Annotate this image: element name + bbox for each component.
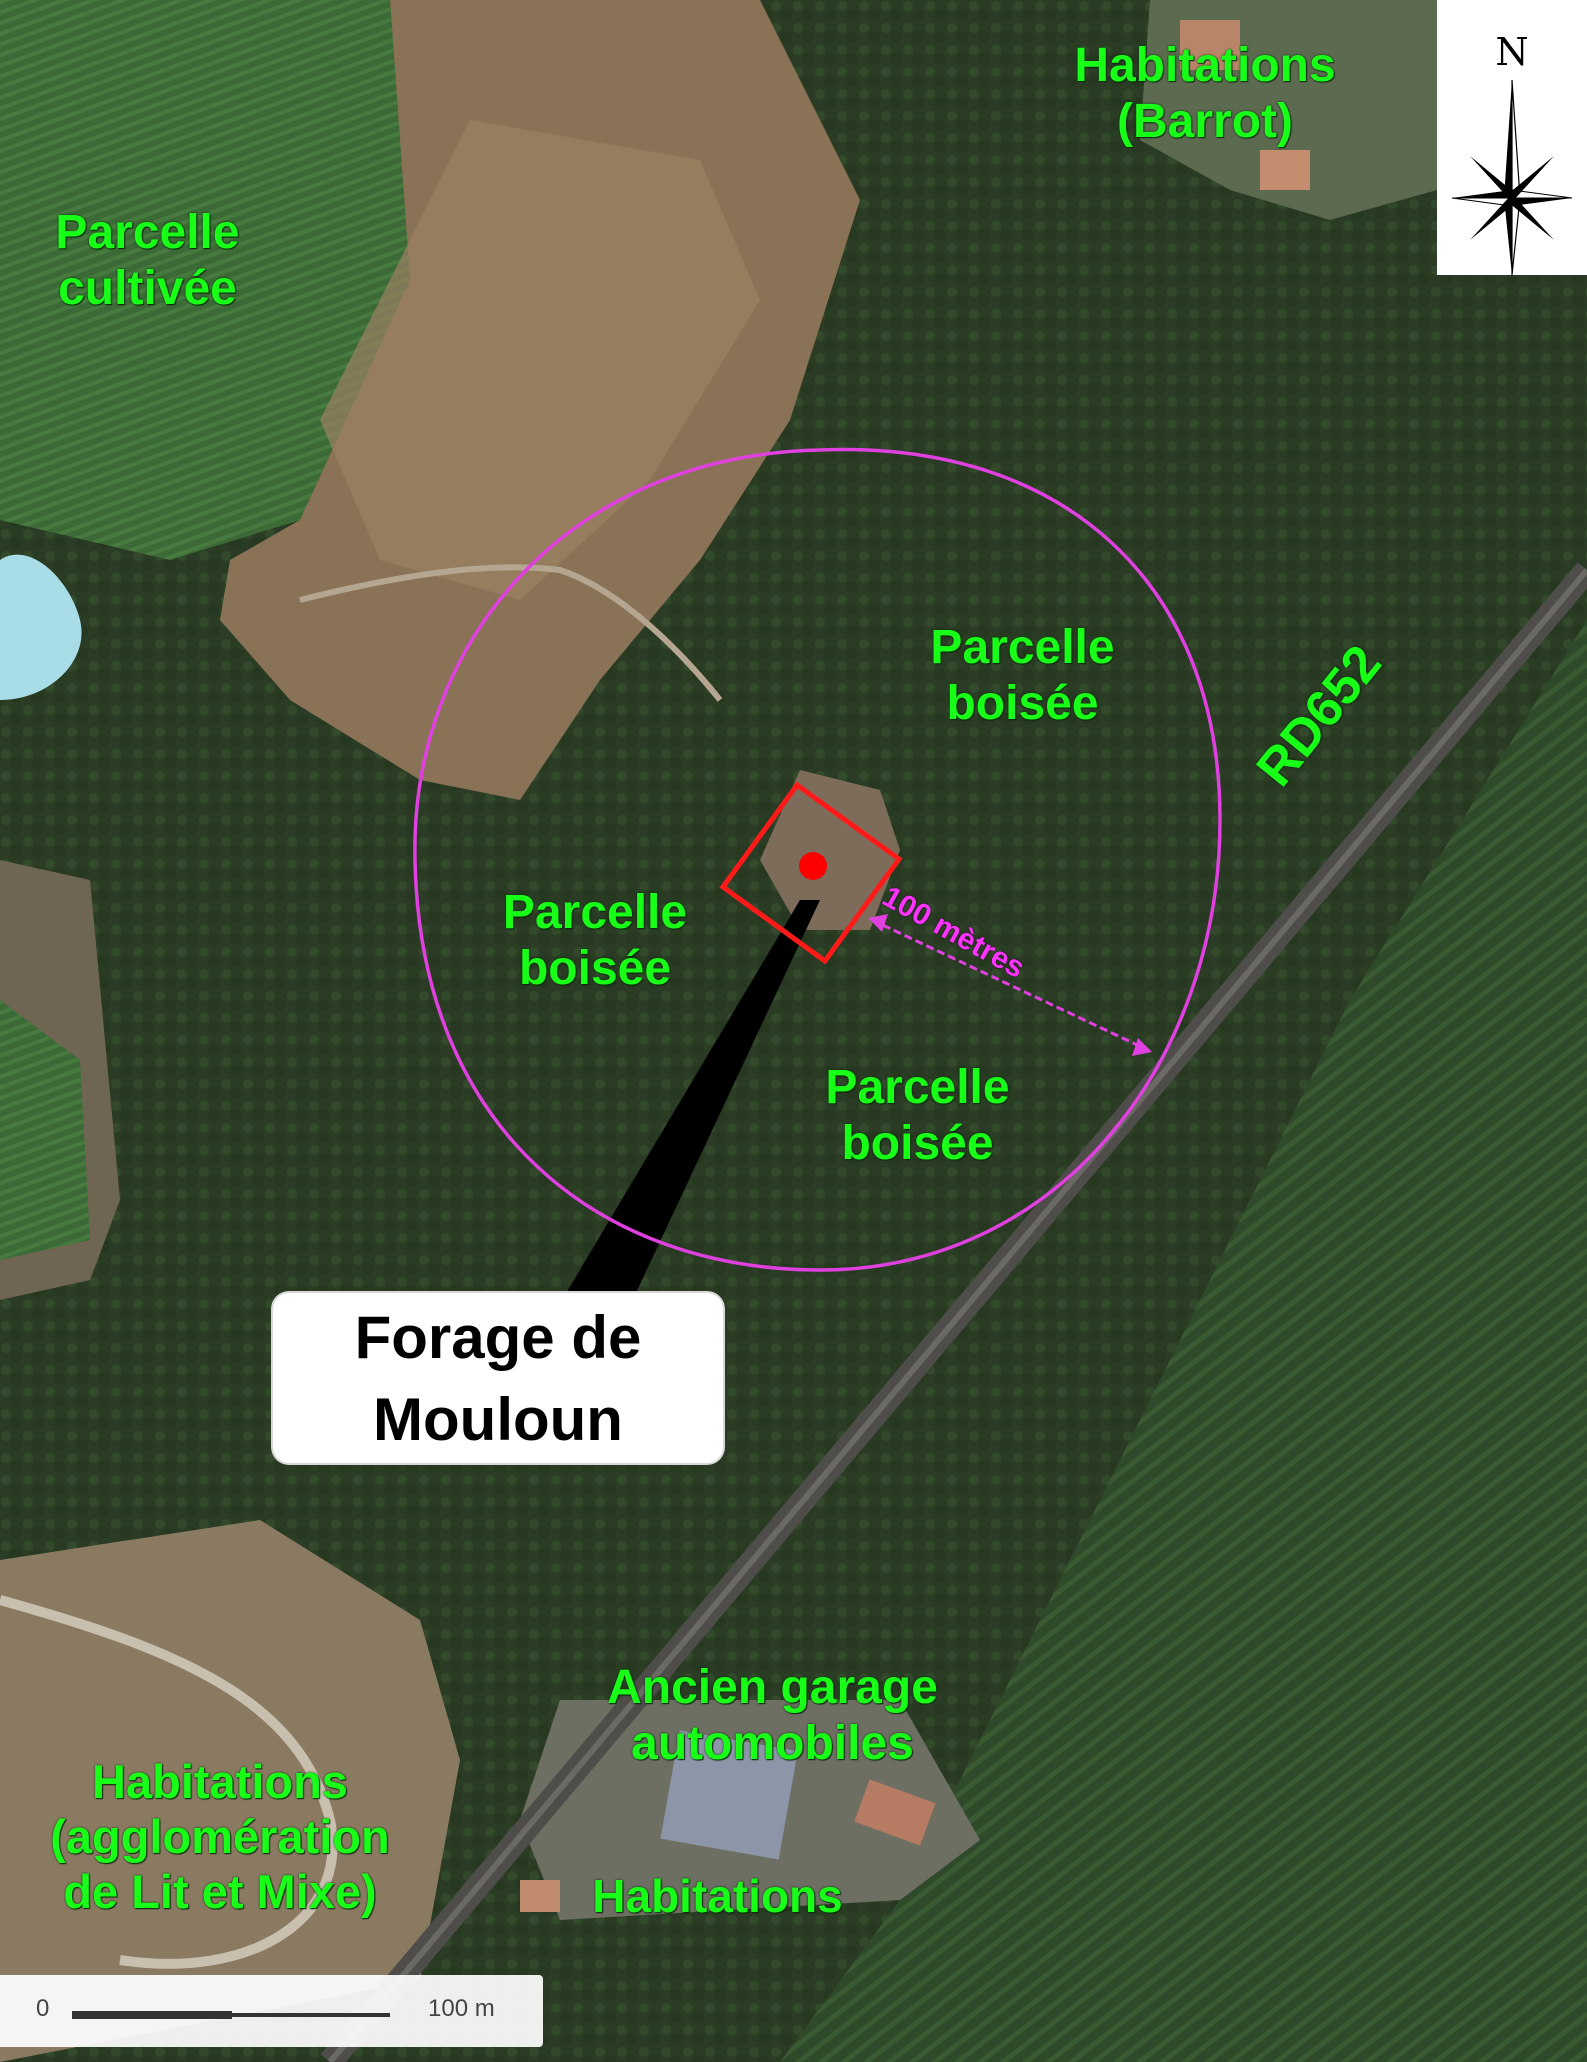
label-ancien-garage: Ancien garage automobiles	[607, 1661, 938, 1771]
plantation	[780, 620, 1587, 2062]
protection-perimeter	[413, 447, 1222, 1272]
well-callout: Forage de Mouloun	[273, 1293, 723, 1463]
roundabout	[0, 1595, 338, 1969]
house-roof	[1180, 20, 1240, 70]
road-rd652-edge	[327, 568, 1587, 2062]
cleared-area-highlight	[320, 120, 760, 600]
house-roof	[854, 1779, 936, 1846]
label-parcelle-boisee-w: Parcelle boisée	[502, 886, 688, 996]
label-parcelle-cultivee: Parcelle cultivée	[55, 206, 240, 316]
village-cleared-area	[0, 1520, 460, 2062]
well-protection-square	[719, 781, 903, 965]
well-point	[799, 852, 827, 880]
label-habitations-agglomeration: Habitations (agglomération de Lit et Mix…	[50, 1755, 390, 1918]
north-arrow: N	[1437, 0, 1587, 275]
pond	[0, 554, 82, 700]
scale-start-label: 0	[36, 1995, 50, 2022]
well-clearing	[760, 770, 900, 930]
label-habitations-barrot: Habitations (Barrot)	[1074, 39, 1336, 149]
distance-arrowhead-start	[868, 914, 888, 932]
distance-arrowhead-end	[1132, 1038, 1152, 1056]
callout-pointer	[565, 900, 820, 1295]
scale-end-label: 100 m	[428, 1995, 495, 2022]
north-letter: N	[1495, 30, 1529, 74]
label-parcelle-boisee-ne: Parcelle boisée	[930, 621, 1115, 731]
label-habitations: Habitations	[592, 1870, 843, 1922]
house-roof	[1260, 150, 1310, 190]
scale-bar: 0 100 m	[0, 1975, 543, 2047]
label-parcelle-boisee-se: Parcelle boisée	[825, 1061, 1010, 1171]
distance-arrow	[871, 918, 1149, 1052]
compass-rose-icon	[1452, 80, 1572, 275]
cultivated-field	[0, 0, 410, 560]
house-roof	[520, 1880, 560, 1912]
dirt-track	[299, 564, 723, 702]
garage-roof	[660, 1730, 798, 1860]
left-field-crops	[0, 1000, 90, 1260]
scale-line-segment	[72, 2011, 232, 2019]
